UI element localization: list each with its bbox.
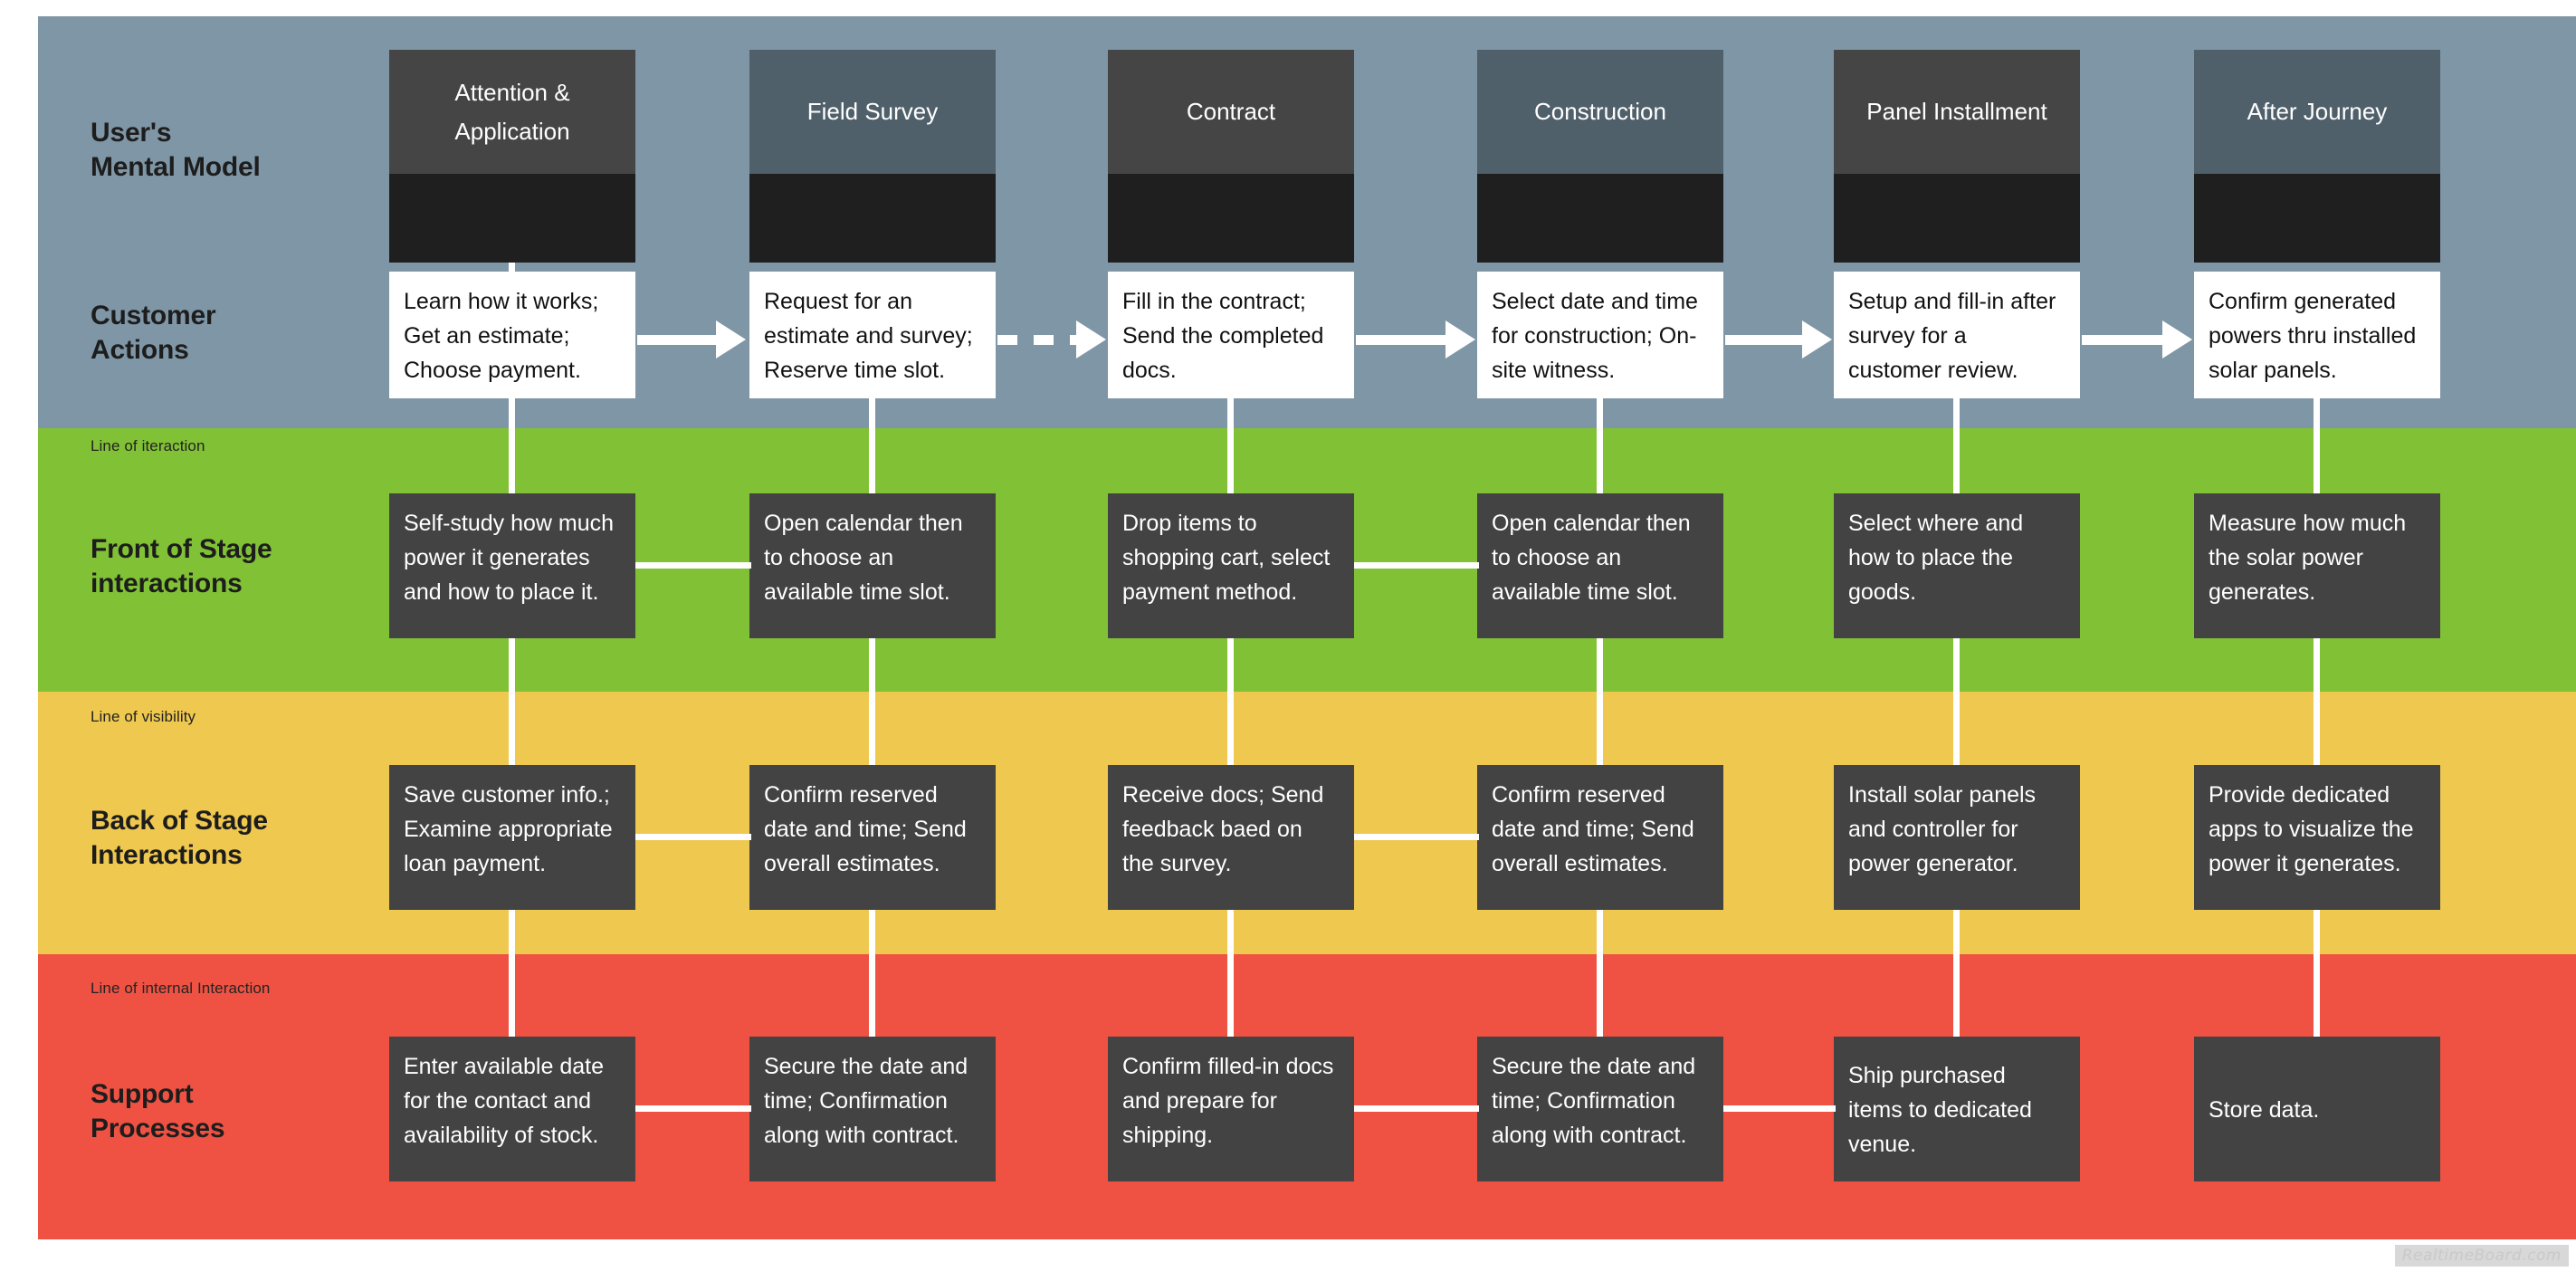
vertical-connector [1953, 637, 1960, 766]
vertical-connector [1953, 909, 1960, 1038]
vertical-connector [1227, 398, 1234, 495]
flow-arrow-5-to-6 [2082, 320, 2192, 359]
phase-footer-block [2194, 174, 2440, 263]
card-front-of-stage[interactable]: Drop items to shopping cart, select paym… [1108, 493, 1354, 638]
phase-title: After Journey [2194, 50, 2440, 174]
card-back-of-stage[interactable]: Confirm reserved date and time; Send ove… [1477, 765, 1723, 910]
vertical-connector [2314, 637, 2320, 766]
arrow-head-icon [1445, 320, 1475, 359]
card-back-of-stage[interactable]: Save customer info.; Examine appropriate… [389, 765, 635, 910]
arrow-head-icon [1802, 320, 1832, 359]
flow-arrow-4-to-5 [1725, 320, 1832, 359]
vertical-connector [869, 909, 875, 1038]
card-support-process[interactable]: Enter available date for the contact and… [389, 1037, 635, 1181]
card-support-process[interactable]: Secure the date and time; Confirmation a… [749, 1037, 996, 1181]
card-customer-action[interactable]: Request for an estimate and survey; Rese… [749, 272, 996, 398]
line-of-visibility-note: Line of visibility [91, 708, 196, 725]
phase-footer-block [749, 174, 996, 263]
arrow-shaft [637, 334, 716, 345]
phase-footer-block [389, 174, 635, 263]
card-customer-action[interactable]: Fill in the contract; Send the completed… [1108, 272, 1354, 398]
card-back-of-stage[interactable]: Confirm reserved date and time; Send ove… [749, 765, 996, 910]
arrow-shaft [1356, 334, 1445, 345]
vertical-connector [509, 909, 515, 1038]
card-customer-action[interactable]: Confirm generated powers thru installed … [2194, 272, 2440, 398]
arrow-head-icon [716, 320, 746, 359]
card-back-of-stage[interactable]: Install solar panels and controller for … [1834, 765, 2080, 910]
phase-title: Field Survey [749, 50, 996, 174]
phase-header-panel-installment[interactable]: Panel Installment [1834, 50, 2080, 263]
phase-title: Attention & Application [389, 50, 635, 174]
horizontal-connector [1354, 834, 1479, 840]
horizontal-connector [635, 562, 751, 569]
card-back-of-stage[interactable]: Provide dedicated apps to visualize the … [2194, 765, 2440, 910]
horizontal-connector [635, 1105, 751, 1112]
phase-header-field-survey[interactable]: Field Survey [749, 50, 996, 263]
horizontal-connector [1723, 1105, 1836, 1112]
arrow-shaft [1725, 334, 1802, 345]
card-support-process[interactable]: Store data. [2194, 1037, 2440, 1181]
arrow-shaft-dashed [997, 334, 1076, 345]
vertical-connector [1597, 909, 1603, 1038]
vertical-connector [509, 398, 515, 495]
phase-header-attention-application[interactable]: Attention & Application [389, 50, 635, 263]
card-front-of-stage[interactable]: Measure how much the solar power generat… [2194, 493, 2440, 638]
row-label-customer-actions: Customer Actions [91, 301, 216, 366]
vertical-connector [1227, 637, 1234, 766]
vertical-connector [1597, 637, 1603, 766]
card-support-process[interactable]: Secure the date and time; Confirmation a… [1477, 1037, 1723, 1181]
flow-arrow-2-to-3 [997, 320, 1106, 359]
card-customer-action[interactable]: Setup and fill-in after survey for a cus… [1834, 272, 2080, 398]
row-label-front-of-stage: Front of Stage interactions [91, 534, 272, 599]
row-label-back-of-stage: Back of Stage Interactions [91, 806, 268, 871]
vertical-connector [509, 263, 515, 275]
phase-title: Construction [1477, 50, 1723, 174]
arrow-head-icon [1076, 320, 1106, 359]
phase-footer-block [1477, 174, 1723, 263]
vertical-connector [2314, 909, 2320, 1038]
card-front-of-stage[interactable]: Self-study how much power it generates a… [389, 493, 635, 638]
vertical-connector [1597, 398, 1603, 495]
flow-arrow-3-to-4 [1356, 320, 1475, 359]
phase-header-contract[interactable]: Contract [1108, 50, 1354, 263]
card-front-of-stage[interactable]: Open calendar then to choose an availabl… [749, 493, 996, 638]
card-back-of-stage[interactable]: Receive docs; Send feedback baed on the … [1108, 765, 1354, 910]
horizontal-connector [1354, 1105, 1479, 1112]
row-label-support-processes: Support Processes [91, 1079, 225, 1144]
card-customer-action[interactable]: Learn how it works; Get an estimate; Cho… [389, 272, 635, 398]
arrow-head-icon [2162, 320, 2192, 359]
vertical-connector [509, 637, 515, 766]
phase-footer-block [1834, 174, 2080, 263]
arrow-shaft [2082, 334, 2162, 345]
card-front-of-stage[interactable]: Open calendar then to choose an availabl… [1477, 493, 1723, 638]
vertical-connector [869, 398, 875, 495]
watermark-label: RealtimeBoard.com [2394, 1245, 2569, 1267]
phase-header-construction[interactable]: Construction [1477, 50, 1723, 263]
phase-title: Contract [1108, 50, 1354, 174]
vertical-connector [1953, 398, 1960, 495]
flow-arrow-1-to-2 [637, 320, 746, 359]
vertical-connector [869, 637, 875, 766]
card-customer-action[interactable]: Select date and time for construction; O… [1477, 272, 1723, 398]
phase-footer-block [1108, 174, 1354, 263]
vertical-connector [1227, 909, 1234, 1038]
card-support-process[interactable]: Ship purchased items to dedicated venue. [1834, 1037, 2080, 1181]
row-label-mental-model: User's Mental Model [91, 118, 261, 183]
vertical-connector [2314, 398, 2320, 495]
horizontal-connector [635, 834, 751, 840]
card-front-of-stage[interactable]: Select where and how to place the goods. [1834, 493, 2080, 638]
horizontal-connector [1354, 562, 1479, 569]
phase-title: Panel Installment [1834, 50, 2080, 174]
line-of-interaction-note: Line of iteraction [91, 437, 205, 454]
phase-header-after-journey[interactable]: After Journey [2194, 50, 2440, 263]
card-support-process[interactable]: Confirm filled-in docs and prepare for s… [1108, 1037, 1354, 1181]
line-of-internal-interaction-note: Line of internal Interaction [91, 980, 271, 997]
